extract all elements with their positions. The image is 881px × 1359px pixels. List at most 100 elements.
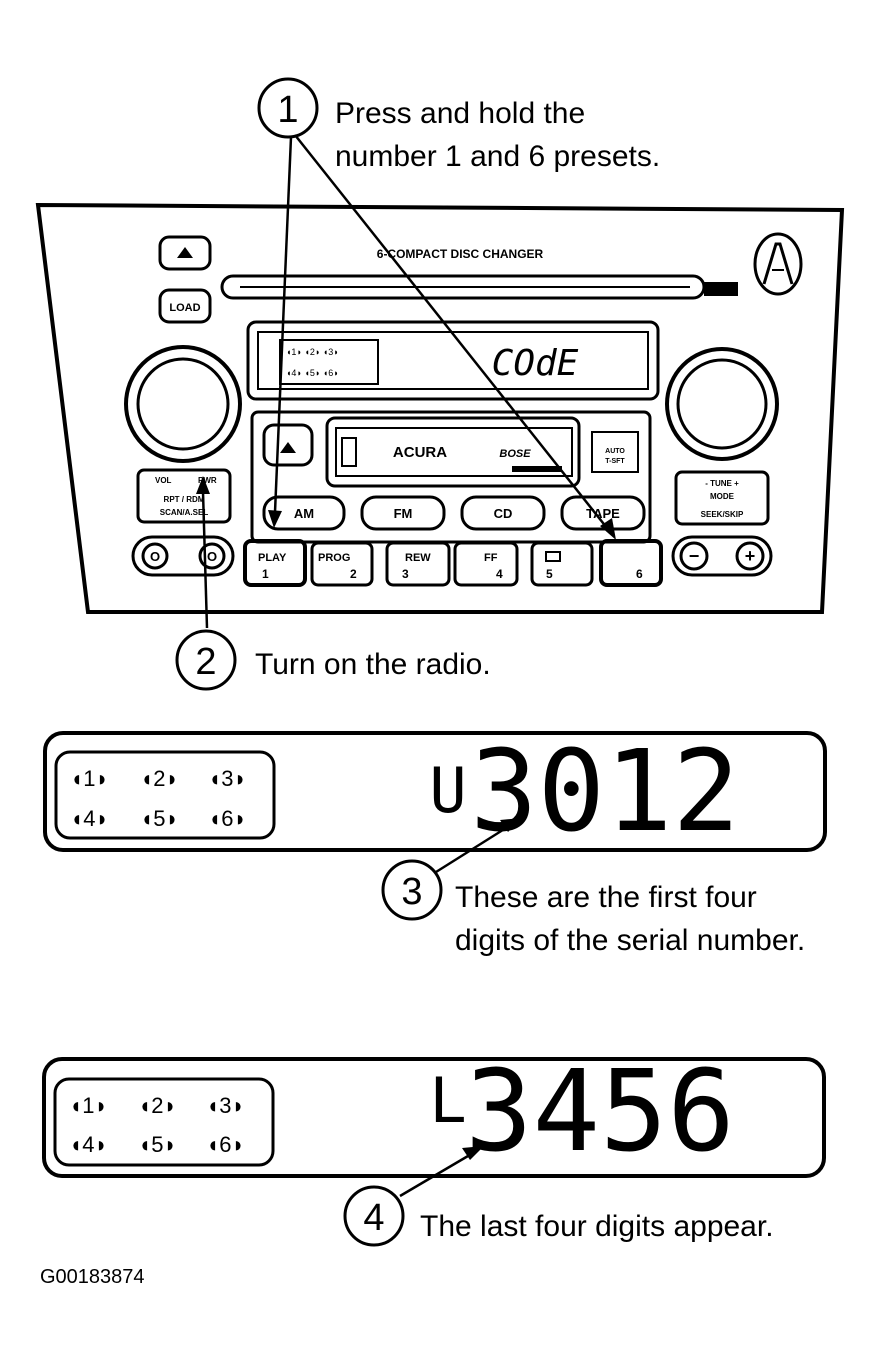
serial-digits-first: 3012 [470, 727, 740, 857]
arrow-to-last-digits [399, 1154, 469, 1198]
svg-text:SEEK/SKIP: SEEK/SKIP [701, 510, 744, 519]
serial-display-first-frame [43, 731, 827, 852]
svg-text:AUTO: AUTO [605, 448, 625, 455]
right-control-pill[interactable]: − + [671, 535, 773, 577]
svg-text:◖4◗ ◖5◗ ◖6◗: ◖4◗ ◖5◗ ◖6◗ [286, 368, 339, 378]
svg-text:◖6◗: ◖6◗ [208, 806, 247, 831]
step-3-text-line1: These are the first four [455, 881, 757, 914]
cassette-door [325, 416, 581, 488]
svg-text:MODE: MODE [710, 492, 735, 501]
svg-text:◖4◗: ◖4◗ [70, 806, 109, 831]
svg-text:◖3◗: ◖3◗ [208, 766, 247, 791]
svg-text:PWR: PWR [198, 476, 217, 485]
svg-text:5: 5 [546, 567, 553, 581]
step-4: 4 The last four digits appear. [343, 1146, 774, 1247]
arrow-head-preset-1 [268, 510, 282, 528]
svg-text:4: 4 [496, 567, 503, 581]
left-control-pill[interactable]: O O [131, 535, 235, 577]
preset-indicator-box [279, 339, 379, 385]
preset-button-2[interactable]: PROG 2 [310, 541, 374, 587]
arrow-to-preset-6 [294, 134, 608, 529]
svg-text:◖6◗: ◖6◗ [206, 1132, 245, 1157]
svg-text:◖2◗: ◖2◗ [138, 1093, 177, 1118]
svg-text:RPT / RDM: RPT / RDM [164, 495, 205, 504]
preset-button-4[interactable]: FF 4 [453, 541, 519, 587]
plus-icon: + [745, 546, 756, 566]
step-2-text: Turn on the radio. [255, 648, 491, 681]
step-4-number: 4 [363, 1197, 384, 1239]
cassette-brand: ACURA [393, 444, 447, 461]
serial-digits-last: 3456 [465, 1047, 735, 1177]
svg-text:2: 2 [350, 567, 357, 581]
svg-text:TAPE: TAPE [586, 506, 620, 521]
svg-text:◖3◗: ◖3◗ [206, 1093, 245, 1118]
arrow-to-power [201, 491, 209, 629]
serial-display-last-presets [53, 1077, 275, 1167]
vol-scan-panel[interactable] [136, 468, 232, 524]
auto-rev-button[interactable] [591, 431, 639, 473]
preset-button-1[interactable]: PLAY 1 [243, 539, 307, 587]
step-4-text: The last four digits appear. [420, 1210, 774, 1243]
step-3: 3 These are the first four digits of the… [381, 818, 805, 957]
tape-eject-button[interactable] [262, 423, 314, 467]
cassette-area [250, 410, 652, 544]
svg-text:T-SFT: T-SFT [605, 458, 625, 465]
arrow-to-preset-1 [273, 136, 293, 513]
svg-text:◖2◗: ◖2◗ [140, 766, 179, 791]
eject-button[interactable] [158, 235, 212, 271]
serial-prefix-u: U [429, 754, 466, 827]
svg-text:VOL: VOL [155, 476, 172, 485]
svg-text:SCAN/A.SEL: SCAN/A.SEL [160, 508, 209, 517]
cd-slot-indicator [704, 282, 738, 296]
svg-text:◖1◗ ◖2◗ ◖3◗: ◖1◗ ◖2◗ ◖3◗ [286, 347, 339, 357]
step-1-circle [257, 77, 319, 139]
tune-mode-panel[interactable] [674, 470, 770, 526]
cd-changer-label: 6-COMPACT DISC CHANGER [377, 247, 544, 261]
svg-text:6: 6 [636, 567, 643, 581]
band-button-tape[interactable]: TAPE [560, 495, 646, 531]
step-2-circle [175, 629, 237, 691]
step-3-text-line2: digits of the serial number. [455, 924, 805, 957]
svg-text:CD: CD [494, 506, 513, 521]
load-button[interactable] [158, 288, 212, 324]
arrow-to-first-digits [435, 826, 507, 874]
svg-text:◖1◗: ◖1◗ [70, 766, 109, 791]
arrow-head-first-digits [500, 818, 522, 832]
preset-button-3[interactable]: REW 3 [385, 541, 451, 587]
svg-text:3: 3 [402, 567, 409, 581]
svg-text:PROG: PROG [318, 552, 350, 564]
tune-knob[interactable] [665, 347, 779, 461]
step-3-number: 3 [401, 871, 422, 913]
volume-knob[interactable] [124, 345, 242, 463]
step-1-number: 1 [277, 89, 298, 131]
preset-button-6[interactable]: 6 [599, 539, 663, 587]
arrow-head-preset-6 [600, 518, 616, 540]
svg-text:O: O [207, 549, 217, 564]
serial-display-first: ◖1◗ ◖2◗ ◖3◗ ◖4◗ ◖5◗ ◖6◗ U 3012 [43, 727, 827, 857]
eject-icon [177, 247, 193, 258]
band-button-fm[interactable]: FM [360, 495, 446, 531]
svg-text:◖4◗: ◖4◗ [69, 1132, 108, 1157]
serial-display-first-presets [54, 750, 276, 840]
minus-icon: − [689, 546, 700, 566]
preset-button-5[interactable]: 5 [530, 541, 594, 587]
arrow-head-last-digits [462, 1146, 484, 1160]
serial-display-last: ◖1◗ ◖2◗ ◖3◗ ◖4◗ ◖5◗ ◖6◗ L 3456 [42, 1047, 826, 1178]
svg-text:FM: FM [394, 506, 413, 521]
band-button-am[interactable]: AM [262, 495, 346, 531]
svg-text:FF: FF [484, 552, 498, 564]
step-2-number: 2 [195, 641, 216, 683]
radio-faceplate: LOAD 6-COMPACT DISC CHANGER ◖1◗ ◖2◗ ◖3◗ … [35, 202, 845, 614]
acura-logo [753, 232, 803, 296]
main-display [246, 320, 660, 401]
display-preset-indicators: ◖1◗ ◖2◗ ◖3◗ ◖4◗ ◖5◗ ◖6◗ [286, 347, 339, 378]
load-label: LOAD [169, 302, 200, 314]
step-4-circle [343, 1185, 405, 1247]
step-3-circle [381, 859, 443, 921]
band-button-cd[interactable]: CD [460, 495, 546, 531]
svg-text:PLAY: PLAY [258, 552, 287, 564]
serial-prefix-l: L [429, 1064, 466, 1137]
svg-text:O: O [150, 549, 160, 564]
step-1: 1 Press and hold the number 1 and 6 pres… [257, 77, 660, 540]
